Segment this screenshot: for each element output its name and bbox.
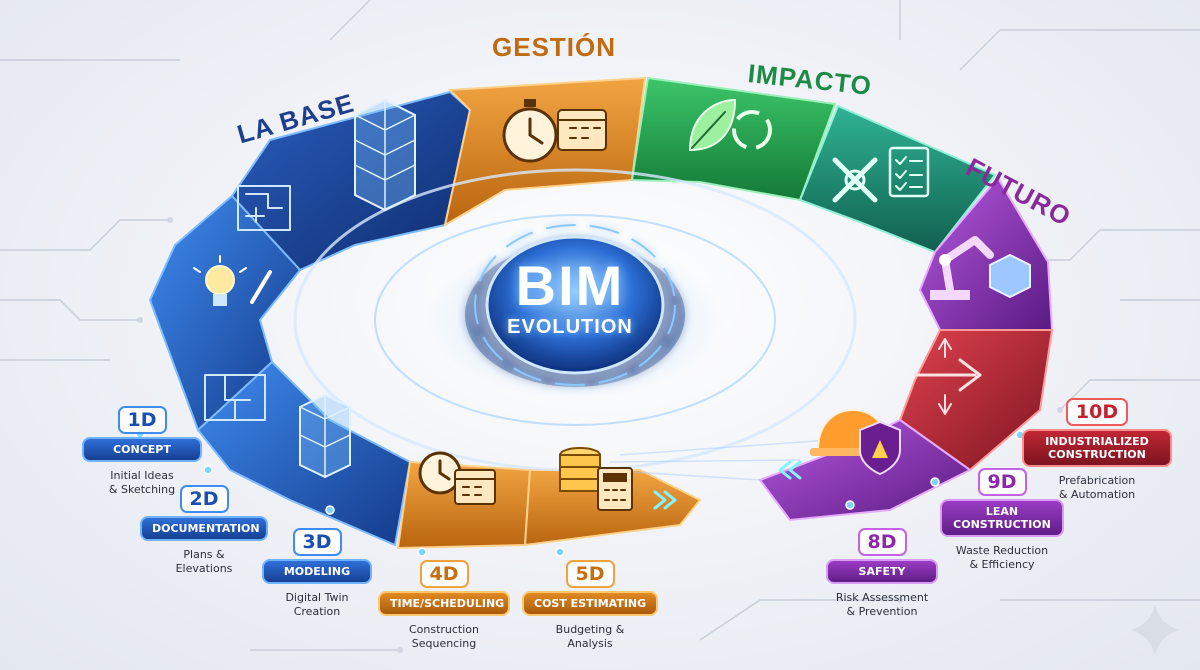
bim-core [465,224,685,387]
circuit-background [0,0,1200,653]
stage-description: Plans & Elevations [140,548,268,576]
stage-2d: 2D DOCUMENTATION Plans & Elevations [140,485,268,576]
sparkle-icon [1130,605,1180,655]
tools-icon [832,157,878,203]
chevron-right-icon [653,490,677,510]
robot-arm-icon [930,236,1031,300]
center-title-sub: EVOLUTION [507,316,633,338]
checklist-icon [888,146,930,198]
stage-3d: 3D MODELING Digital Twin Creation [262,528,372,619]
center-title: BIM EVOLUTION [470,256,670,339]
stage-number: 8D [857,528,907,556]
stage-description-line: Sequencing [411,637,477,650]
floorplan-icon [204,374,266,421]
chevron-left-icon [778,460,802,480]
stage-name: MODELING [262,559,372,584]
stage-number: 1D [117,406,167,434]
stage-description: Construction Sequencing [378,623,510,651]
stage-description-line: & Automation [1058,488,1136,501]
arrows-icon [913,338,982,415]
stage-name: SAFETY [826,559,938,584]
stage-name-line: LEAN [985,505,1019,518]
stage-8d: 8D SAFETY Risk Assessment & Prevention [826,528,938,619]
stage-name: INDUSTRIALIZED CONSTRUCTION [1022,429,1172,467]
stage-number: 4D [419,560,469,588]
stage-description-line: & Prevention [846,605,918,618]
stage-description-line: & Efficiency [969,558,1035,571]
segment-impacto-right [798,104,997,254]
lightbulb-icon [193,255,272,306]
building-cube-icon [354,98,416,212]
stage-number: 5D [565,560,615,588]
stopwatch-icon [502,99,558,163]
stage-description-line: Plans & [183,548,225,561]
calendar-icon [454,469,496,505]
stage-name-line: CONSTRUCTION [1048,448,1146,461]
coins-icon [559,447,601,492]
stage-description: Risk Assessment & Prevention [826,591,938,619]
stopwatch-icon [418,451,462,495]
stage-number: 10D [1065,398,1129,426]
section-title-gestion: GESTIÓN [492,32,617,62]
stage-description-line: Prefabrication [1058,474,1136,487]
segment-la-base-bottom [196,360,412,547]
stage-description-line: Elevations [175,562,233,575]
stage-name: TIME/SCHEDULING [378,591,510,616]
stage-description: Prefabrication & Automation [1022,474,1172,502]
leaf-icon [688,98,737,152]
stage-description-line: Initial Ideas [110,469,174,482]
building-cube-icon [299,393,351,479]
stage-name-line: INDUSTRIALIZED [1045,435,1149,448]
stage-description: Budgeting & Analysis [522,623,658,651]
shield-icon [859,420,901,476]
calculator-icon [597,467,633,511]
stage-name: COST ESTIMATING [522,591,658,616]
stage-number: 3D [292,528,342,556]
stage-number: 2D [179,485,229,513]
calendar-icon [557,109,607,151]
stage-1d: 1D CONCEPT Initial Ideas & Sketching [82,406,202,497]
stage-description-line: Budgeting & [555,623,625,636]
stage-description-line: & Sketching [108,483,176,496]
stage-10d: 10D INDUSTRIALIZED CONSTRUCTION Prefabri… [1022,398,1172,502]
stage-description-line: Risk Assessment [835,591,929,604]
segment-impacto-top [630,76,837,202]
blueprint-icon [237,185,291,231]
stage-description: Initial Ideas & Sketching [82,469,202,497]
stage-description-line: Construction [408,623,480,636]
stage-9d: 9D LEAN CONSTRUCTION Waste Reduction & E… [940,468,1064,572]
stage-name: DOCUMENTATION [140,516,268,541]
stage-description-line: Creation [293,605,341,618]
stage-number: 9D [977,468,1027,496]
stage-5d: 5D COST ESTIMATING Budgeting & Analysis [522,560,658,651]
stage-name-line: CONSTRUCTION [953,518,1051,531]
stage-name: CONCEPT [82,437,202,462]
recycle-icon [732,110,772,150]
stage-name: LEAN CONSTRUCTION [940,499,1064,537]
stage-description-line: Analysis [567,637,613,650]
stage-description-line: Digital Twin [285,591,349,604]
stage-description: Waste Reduction & Efficiency [940,544,1064,572]
stage-4d: 4D TIME/SCHEDULING Construction Sequenci… [378,560,510,651]
stage-description: Digital Twin Creation [262,591,372,619]
center-title-main: BIM [515,254,625,317]
stage-description-line: Waste Reduction [955,544,1049,557]
